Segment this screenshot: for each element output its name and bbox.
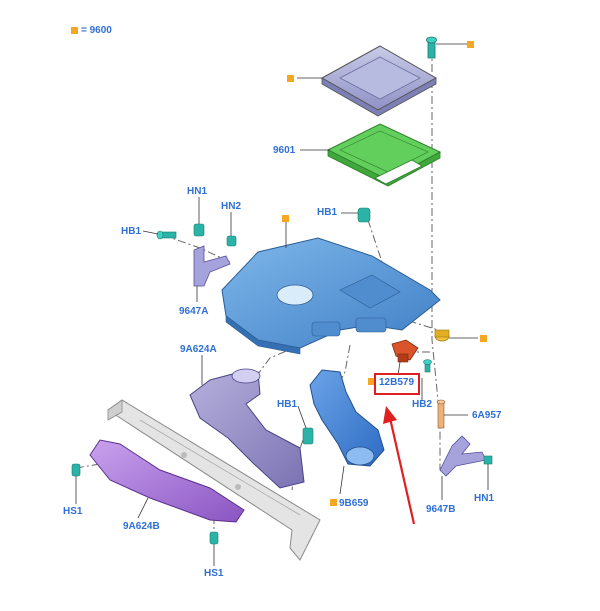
bolt-icon	[209, 531, 219, 545]
label-12b579: 12B579	[379, 377, 415, 388]
radiator-support	[107, 399, 321, 561]
breather-rod	[436, 399, 446, 429]
air-deflector	[89, 439, 245, 523]
label-hb1-top: HB1	[317, 207, 338, 218]
air-cleaner-cover	[320, 45, 438, 117]
label-9a624b: 9A624B	[123, 521, 160, 532]
label-9647b: 9647B	[426, 504, 456, 515]
air-intake-duct	[189, 368, 305, 489]
grommet	[434, 329, 450, 342]
mass-air-flow-sensor	[391, 339, 419, 363]
part-marker-square	[287, 75, 294, 82]
label-hb2: HB2	[412, 399, 433, 410]
highlight-box-12b579	[374, 373, 420, 395]
bolt-icon	[357, 207, 371, 223]
leader-hb1-left	[142, 230, 159, 235]
label-hb1-mid: HB1	[277, 399, 298, 410]
bolt-icon	[426, 36, 437, 59]
part-marker-square	[480, 335, 487, 342]
part-marker-square	[282, 215, 289, 222]
nut-icon	[226, 235, 237, 247]
label-hn1-right: HN1	[474, 493, 495, 504]
bracket-9647b	[439, 435, 493, 477]
part-marker-square	[330, 499, 337, 506]
bolt-icon	[156, 230, 177, 240]
part-marker-square	[71, 27, 78, 34]
label-hb1-left: HB1	[121, 226, 142, 237]
leader-hb1-mid	[297, 405, 307, 429]
leader-9b659	[339, 465, 345, 495]
bracket-9647a	[193, 245, 231, 287]
label-hs1-left: HS1	[63, 506, 83, 517]
label-9b659: 9B659	[339, 498, 369, 509]
label-hn2: HN2	[221, 201, 242, 212]
air-filter-element	[326, 123, 442, 187]
label-9601: 9601	[273, 145, 296, 156]
nut-icon	[193, 223, 205, 237]
air-cleaner-housing	[221, 237, 441, 355]
label-9647a: 9647A	[179, 306, 209, 317]
bolt-icon	[71, 463, 81, 477]
label-9a624a: 9A624A	[180, 344, 217, 355]
air-hose	[309, 369, 385, 467]
red-arrow	[383, 406, 416, 525]
label-hs1-bottom: HS1	[204, 568, 224, 579]
bolt-icon	[302, 427, 314, 445]
part-marker-square	[368, 378, 375, 385]
label-hn1-top: HN1	[187, 186, 208, 197]
legend-text: = 9600	[81, 25, 112, 36]
part-marker-square	[467, 41, 474, 48]
leader-sensor	[397, 361, 401, 376]
bolt-icon	[423, 359, 432, 373]
leader-9a624b	[137, 497, 149, 519]
label-6a957: 6A957	[472, 410, 502, 421]
